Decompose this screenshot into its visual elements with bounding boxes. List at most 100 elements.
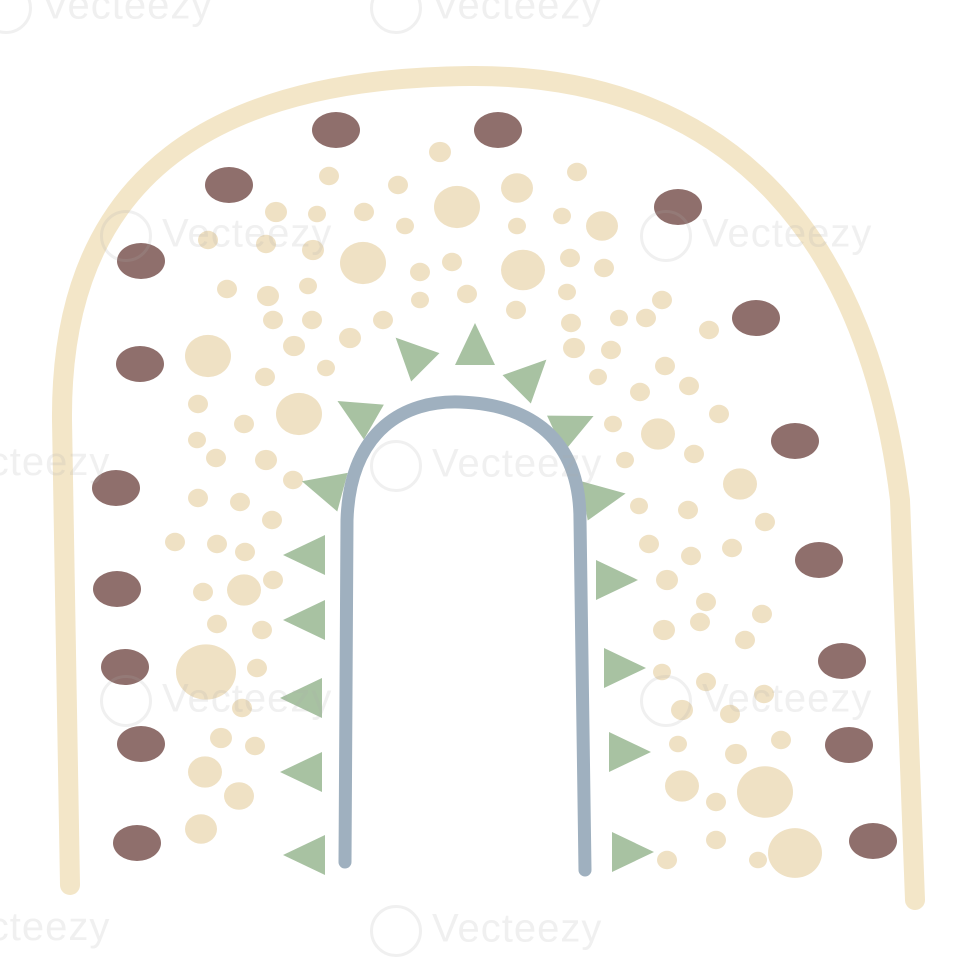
light-dot: [255, 367, 275, 387]
light-dot: [604, 415, 622, 433]
light-dot: [252, 620, 272, 640]
light-dot: [567, 162, 587, 182]
light-dot: [560, 248, 580, 268]
light-dot: [561, 313, 581, 333]
light-dot: [722, 538, 742, 558]
light-dot: [210, 727, 232, 749]
dark-dot: [205, 167, 253, 203]
dark-dot: [849, 823, 897, 859]
dark-dot: [795, 542, 843, 578]
light-dot: [656, 569, 678, 591]
light-dot: [610, 309, 628, 327]
green-spike: [283, 535, 325, 575]
dark-dot: [474, 112, 522, 148]
light-dot: [265, 201, 287, 223]
light-dot: [669, 735, 687, 753]
green-spike: [395, 337, 440, 382]
light-dot: [681, 546, 701, 566]
light-dot: [586, 211, 618, 241]
dark-dot: [117, 726, 165, 762]
light-dot: [657, 850, 677, 870]
light-dot: [283, 335, 305, 357]
light-dot: [653, 663, 671, 681]
green-spike: [280, 752, 322, 792]
light-dot: [553, 207, 571, 225]
light-dot: [302, 239, 324, 261]
green-spike: [609, 732, 651, 772]
light-dot: [706, 830, 726, 850]
light-dot: [188, 431, 206, 449]
light-dot: [679, 376, 699, 396]
light-dot: [255, 449, 277, 471]
inner-arch-stroke: [338, 395, 592, 877]
light-dot: [690, 612, 710, 632]
light-dot: [735, 630, 755, 650]
light-dot: [302, 310, 322, 330]
light-dot: [308, 205, 326, 223]
light-dot: [501, 173, 533, 203]
light-dot: [276, 392, 322, 436]
dark-dot: [312, 112, 360, 148]
light-dot: [234, 414, 254, 434]
light-dot: [299, 277, 317, 295]
light-dot: [696, 672, 716, 692]
light-dot: [771, 730, 791, 750]
light-dot: [720, 704, 740, 724]
dark-dot: [92, 470, 140, 506]
light-dot: [630, 497, 648, 515]
light-dot: [188, 756, 222, 788]
green-spike: [280, 678, 322, 718]
light-dot: [434, 185, 480, 229]
light-dot: [755, 512, 775, 532]
green-spike: [596, 560, 638, 600]
light-dot: [699, 320, 719, 340]
light-dot: [630, 382, 650, 402]
light-dot: [224, 782, 254, 810]
light-dot: [671, 699, 693, 721]
light-dot: [188, 394, 208, 414]
dark-dots-layer: [92, 112, 897, 861]
light-dot: [283, 470, 303, 490]
light-dot: [339, 327, 361, 349]
light-dot: [655, 356, 675, 376]
outer-arch-stroke: [51, 65, 925, 910]
light-dot: [263, 310, 283, 330]
light-dot: [652, 290, 672, 310]
light-dot: [684, 444, 704, 464]
light-dot: [410, 262, 430, 282]
green-spike: [604, 648, 646, 688]
light-dot: [589, 368, 607, 386]
dark-dot: [825, 727, 873, 763]
dark-dot: [93, 571, 141, 607]
dark-dot: [101, 649, 149, 685]
light-dot: [235, 542, 255, 562]
green-spike: [301, 472, 348, 512]
light-dot: [247, 658, 267, 678]
dark-dot: [818, 643, 866, 679]
light-dot: [263, 570, 283, 590]
light-dot: [230, 492, 250, 512]
dark-dot: [113, 825, 161, 861]
spikes-layer: [280, 323, 654, 875]
light-dot: [245, 736, 265, 756]
light-dots-layer: [165, 141, 822, 878]
light-dot: [165, 532, 185, 552]
light-dot: [198, 230, 218, 250]
light-dot: [616, 451, 634, 469]
light-dot: [188, 488, 208, 508]
light-dot: [232, 698, 252, 718]
light-dot: [388, 175, 408, 195]
light-dot: [340, 241, 386, 285]
green-spike: [547, 415, 594, 452]
green-spike: [283, 835, 325, 875]
light-dot: [185, 814, 217, 844]
light-dot: [709, 404, 729, 424]
light-dot: [768, 828, 822, 878]
light-dot: [217, 279, 237, 299]
light-dot: [506, 300, 526, 320]
light-dot: [653, 619, 675, 641]
light-dot: [317, 359, 335, 377]
light-dot: [262, 510, 282, 530]
